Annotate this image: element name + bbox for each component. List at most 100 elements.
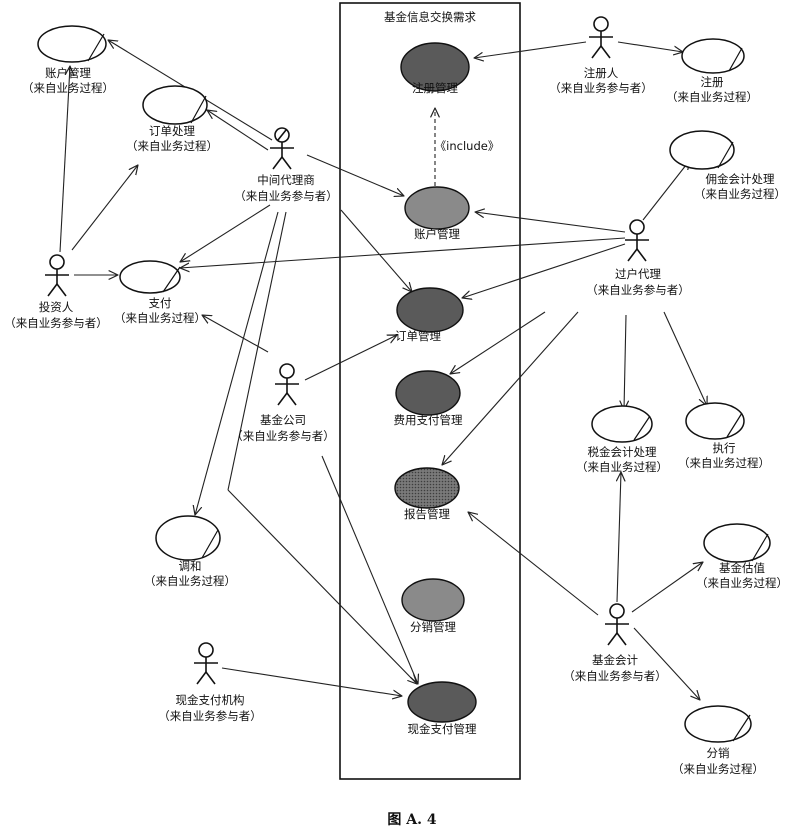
actor-intermediary-slash <box>277 129 287 141</box>
system-use-cases: 注册管理 账户管理 订单管理 费用支付管理 报告管理 分销管理 现金支付管理 <box>394 42 477 736</box>
actor-fund-accounting-name: 基金会计 <box>592 653 638 667</box>
uc-registration-label: 注册管理 <box>412 81 458 95</box>
edge-intermediary-payment <box>180 204 271 262</box>
proc-account-mgmt-stereo: （来自业务过程） <box>22 81 114 95</box>
proc-execute-name: 执行 <box>713 441 736 455</box>
proc-register-slash <box>728 47 743 72</box>
proc-account-mgmt: 账户管理 （来自业务过程） <box>22 25 114 95</box>
edge-ta-tax <box>624 314 626 410</box>
actor-registrar-head <box>593 16 609 32</box>
proc-reconcile: 调和 （来自业务过程） <box>144 515 236 588</box>
proc-tax: 税金会计处理 （来自业务过程） <box>576 405 668 474</box>
uc-cash-payment-label: 现金支付管理 <box>408 722 477 736</box>
proc-distribution-shape <box>684 705 752 743</box>
actor-transfer-agent-name: 过户代理 <box>615 267 661 281</box>
edge-intermediary-order <box>340 209 412 292</box>
proc-commission: 佣金会计处理 （来自业务过程） <box>669 130 786 201</box>
proc-register-name: 注册 <box>701 75 724 89</box>
uc-report <box>394 467 460 509</box>
actor-fund-accounting <box>605 603 629 646</box>
proc-tax-name: 税金会计处理 <box>588 445 657 459</box>
uc-registration <box>400 42 470 92</box>
proc-account-mgmt-name: 账户管理 <box>45 66 91 80</box>
actor-transfer-agent <box>625 219 649 262</box>
proc-commission-slash <box>717 141 734 169</box>
actor-investor-head <box>49 254 65 270</box>
edge-intermediary-cash <box>227 489 417 684</box>
edge-fa-valuation <box>631 562 703 613</box>
actor-intermediary-name: 中间代理商 <box>257 173 315 187</box>
proc-execute-stereo: （来自业务过程） <box>678 456 770 470</box>
proc-valuation: 基金估值 （来自业务过程） <box>696 523 788 590</box>
edge-ta-payment <box>180 237 626 268</box>
actor-intermediary-leg-right <box>281 156 292 170</box>
actor-intermediary-leg-left <box>272 156 283 170</box>
actors: 中间代理商 （来自业务参与者） 投资人 （来自业务参与者） 注册人 （来自业务参… <box>4 16 690 723</box>
actor-fund-company-leg-right <box>286 392 297 406</box>
actor-transfer-agent-head <box>629 219 645 235</box>
uc-cash-payment <box>407 681 477 723</box>
uc-account <box>404 186 470 230</box>
proc-register: 注册 （来自业务过程） <box>666 38 758 104</box>
edge-registrar-register <box>617 41 683 52</box>
proc-register-stereo: （来自业务过程） <box>666 90 758 104</box>
edge-fa-tax <box>617 472 621 603</box>
actor-fund-accounting-leg-left <box>607 632 618 646</box>
proc-valuation-slash <box>751 533 769 562</box>
actor-registrar-name: 注册人 <box>584 66 619 80</box>
proc-execute: 执行 （来自业务过程） <box>678 402 770 470</box>
proc-distribution: 分销 （来自业务过程） <box>672 705 764 776</box>
proc-execute-slash <box>726 412 743 438</box>
edge-ta-commission <box>642 160 690 221</box>
proc-account-mgmt-slash <box>87 33 105 62</box>
proc-order-proc-stereo: （来自业务过程） <box>126 139 218 153</box>
proc-tax-shape <box>591 405 653 443</box>
proc-commission-name: 佣金会计处理 <box>706 172 775 186</box>
proc-distribution-name: 分销 <box>707 746 730 760</box>
proc-execute-shape <box>685 402 745 440</box>
system-title: 基金信息交换需求 <box>384 10 476 24</box>
actor-registrar <box>589 16 613 59</box>
proc-reconcile-name: 调和 <box>179 559 202 573</box>
edge-ta-execute <box>663 311 707 406</box>
edge-registrar-reg-mgmt <box>474 41 587 58</box>
actor-fund-accounting-stereo: （来自业务参与者） <box>563 669 667 683</box>
actor-fund-company-leg-left <box>277 392 288 406</box>
edge-fundco-payment <box>202 315 269 353</box>
actor-fund-accounting-head <box>609 603 625 619</box>
edge-intermediary-reconcile <box>195 211 279 515</box>
actor-investor-stereo: （来自业务参与者） <box>4 316 108 330</box>
actor-intermediary <box>270 127 294 170</box>
actor-registrar-stereo: （来自业务参与者） <box>549 81 653 95</box>
proc-payment-shape <box>119 260 181 294</box>
uc-report-label: 报告管理 <box>404 507 450 521</box>
include-label: 《include》 <box>435 139 500 153</box>
actor-fund-company-name: 基金公司 <box>260 413 306 427</box>
proc-reconcile-stereo: （来自业务过程） <box>144 574 236 588</box>
proc-distribution-slash <box>732 714 751 742</box>
edge-investor-order-proc <box>71 165 138 251</box>
actor-fund-company-stereo: （来自业务参与者） <box>231 429 335 443</box>
proc-valuation-name: 基金估值 <box>719 561 765 575</box>
proc-tax-stereo: （来自业务过程） <box>576 460 668 474</box>
actor-registrar-leg-right <box>600 45 611 59</box>
actor-cash-payer-name: 现金支付机构 <box>176 693 245 707</box>
edge-intermediary-order-proc <box>207 110 269 151</box>
proc-order-proc-shape <box>142 85 208 125</box>
uc-fee-payment <box>395 370 461 416</box>
proc-payment-slash <box>162 266 181 293</box>
external-processes: 账户管理 （来自业务过程） 订单处理 （来自业务过程） 支付 （来自业务过程） … <box>22 25 788 776</box>
uc-distribution <box>401 578 465 622</box>
actor-fund-accounting-leg-right <box>616 632 627 646</box>
edge-ta-account <box>475 212 626 233</box>
actor-transfer-agent-stereo: （来自业务参与者） <box>586 283 690 297</box>
edge-intermediary-account-mgmt <box>306 154 404 196</box>
proc-commission-stereo: （来自业务过程） <box>694 187 786 201</box>
proc-payment-stereo: （来自业务过程） <box>114 311 206 325</box>
actor-cash-payer <box>194 642 218 685</box>
edge-fa-distribution <box>633 627 700 700</box>
proc-commission-shape <box>669 130 735 170</box>
proc-order-proc-name: 订单处理 <box>149 124 195 138</box>
actor-intermediary-stereo: （来自业务参与者） <box>234 189 338 203</box>
